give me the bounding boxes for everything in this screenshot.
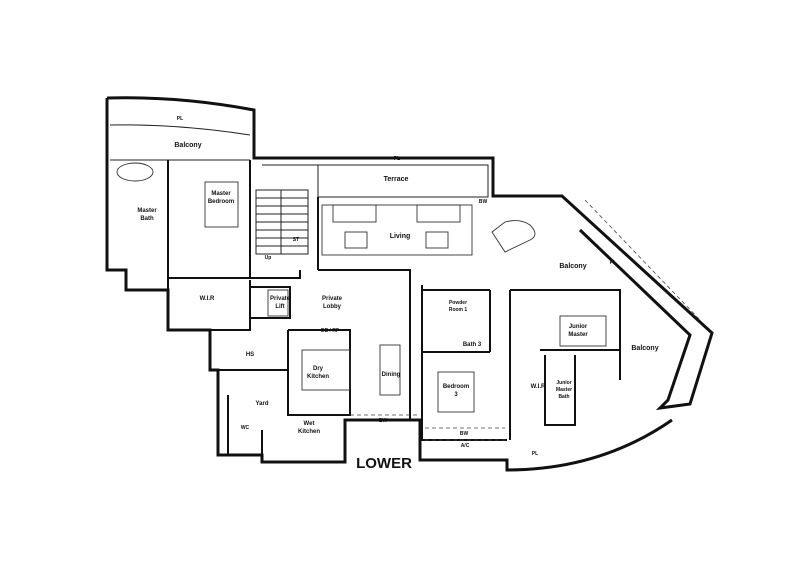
label-powder-room: Room 1 [449, 307, 468, 313]
sofa [416, 204, 461, 223]
label-dining: Dining [382, 372, 401, 378]
label-junior-master: Junior [569, 324, 588, 330]
label-wet-kitchen: Wet [304, 421, 315, 427]
exterior-wall [106, 96, 714, 411]
label-master-bedroom: Bedroom [208, 199, 234, 205]
label-db-rf: DB / RF [321, 328, 339, 334]
bathtub [116, 162, 154, 182]
staircase [255, 189, 309, 255]
label-private-lift: Lift [275, 304, 284, 310]
living-area [321, 204, 473, 256]
exterior-wall-west [105, 98, 673, 472]
label-dry-kitchen: Kitchen [307, 374, 329, 380]
label-pl-terrace: PL [394, 156, 400, 162]
label-ac: A/C [461, 443, 470, 449]
label-pl-right: PL [610, 260, 616, 266]
coffee-table [344, 231, 368, 249]
label-yard: Yard [255, 401, 268, 407]
label-dry-kitchen: Dry [313, 366, 324, 372]
coffee-table [425, 231, 449, 249]
label-master-bedroom: Master [211, 191, 231, 197]
label-balcony-east: Balcony [631, 345, 658, 352]
label-hs: HS [246, 352, 254, 358]
bed-junior-master [559, 315, 607, 347]
label-living: Living [390, 233, 411, 240]
bed-3 [437, 371, 475, 413]
label-stair: ST [293, 237, 299, 243]
label-private-lobby: Private [322, 296, 343, 302]
label-bedroom-3: 3 [454, 392, 458, 398]
label-private-lobby: Lobby [323, 304, 342, 310]
label-wir-left: W.I.R [200, 296, 215, 302]
label-master-bath: Bath [140, 216, 154, 222]
label-bedroom-3: Bedroom [443, 384, 469, 390]
label-junior-master: Master [568, 332, 588, 338]
bed-master [204, 181, 239, 228]
label-up: Up [265, 255, 272, 261]
label-private-lift: Private [270, 296, 291, 302]
bw-ledges [350, 199, 701, 441]
interior-walls [167, 160, 621, 455]
label-pl-bottom: PL [532, 451, 538, 457]
label-pl-top: PL [177, 116, 183, 122]
label-terrace: Terrace [384, 176, 409, 183]
piano [491, 220, 536, 253]
label-master-bath: Master [137, 208, 157, 214]
label-bath-3: Bath 3 [463, 342, 482, 348]
label-junior-master-bath: Junior [556, 380, 571, 386]
label-wc: WC [241, 425, 250, 431]
label-junior-master-bath: Bath [558, 394, 569, 400]
label-wir-right: W.I.R [531, 384, 546, 390]
label-balcony-right: Balcony [559, 263, 586, 270]
dining-table [379, 344, 401, 396]
label-balcony-top: Balcony [174, 142, 201, 149]
label-wet-kitchen: Kitchen [298, 429, 320, 435]
label-bw-kitchen: BW [379, 418, 388, 424]
label-bw-bedroom: BW [460, 431, 469, 437]
plan-title: LOWER [356, 455, 412, 472]
label-bw-top: BW [479, 199, 488, 205]
kitchen-island [301, 349, 351, 391]
lift-car [267, 289, 289, 317]
terrace-area [317, 164, 489, 198]
sofa [332, 204, 377, 223]
label-junior-master-bath: Master [556, 387, 572, 393]
label-powder-room: Powder [449, 300, 467, 306]
